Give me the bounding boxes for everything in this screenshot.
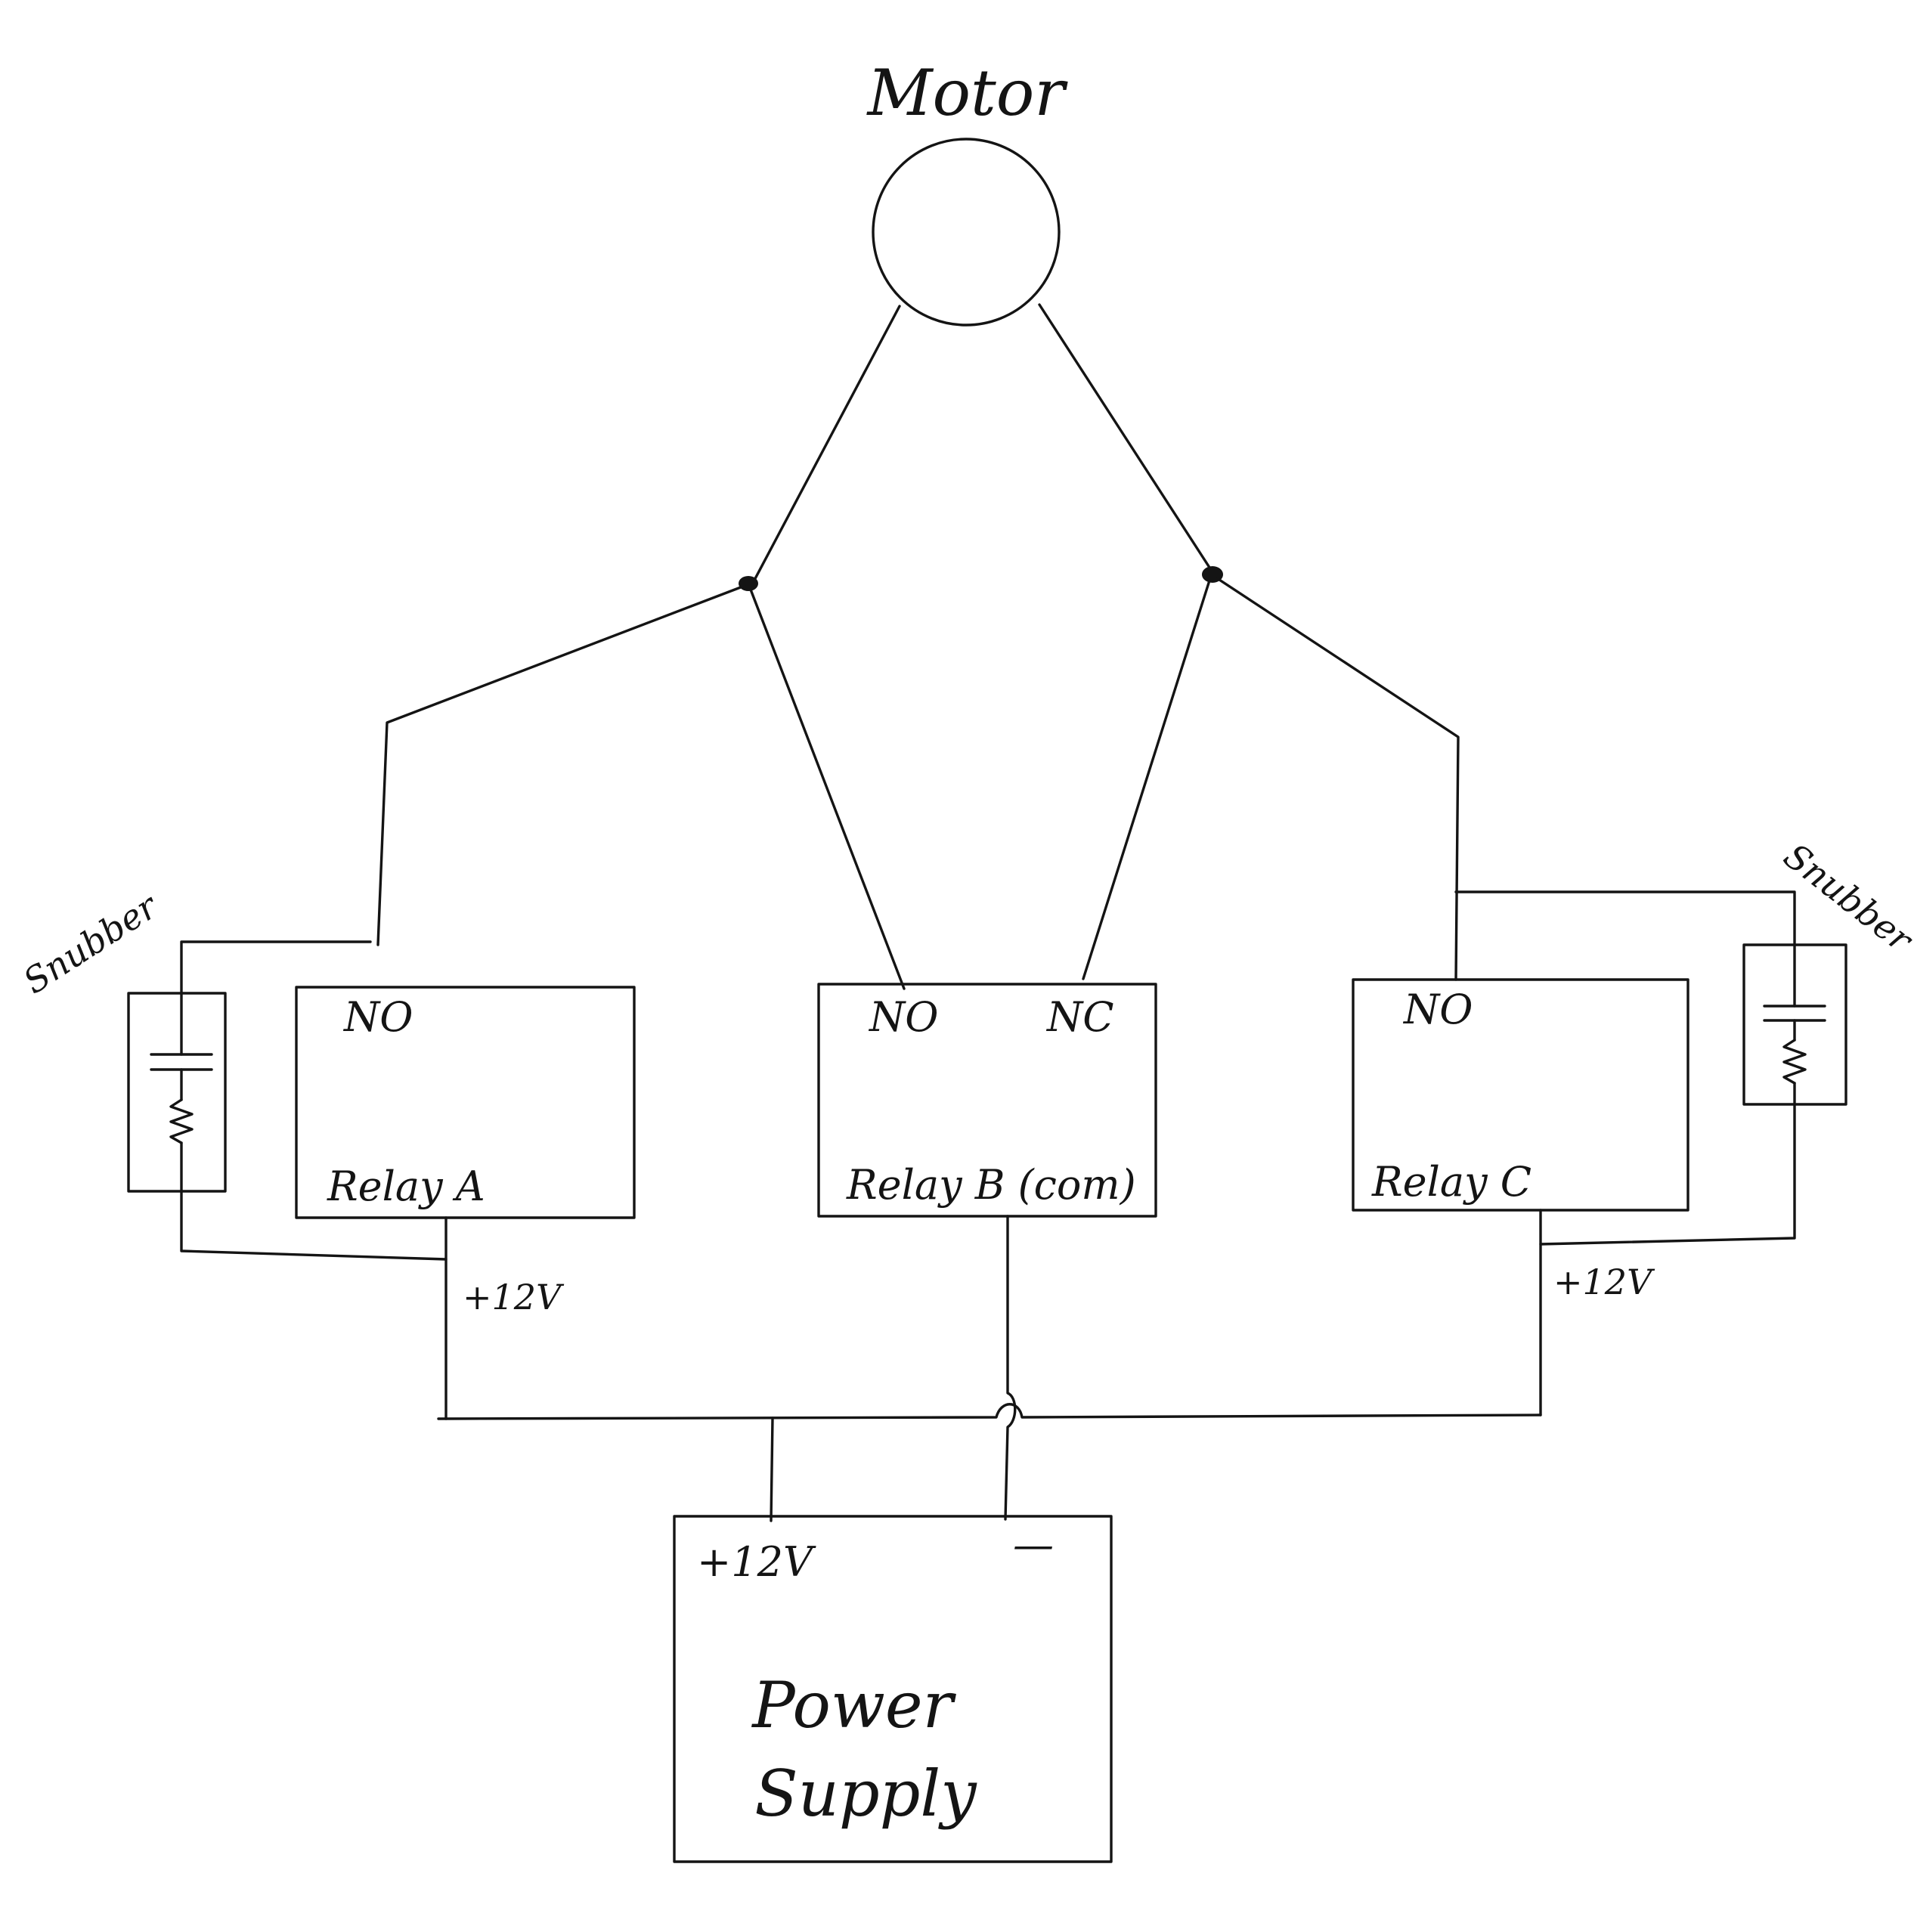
wire-relay-b-com-to-supply-negative [1004,1215,1017,1521]
motor: Motor [866,56,1068,327]
relay-c-label: Relay C [1371,1158,1532,1206]
relay-b: NO NC Relay B (com) [817,983,1157,1218]
power-supply-positive-terminal: +12V [697,1538,816,1586]
power-supply-box [673,1515,1113,1863]
relay-a-no-terminal: NO [342,993,413,1041]
snubber-left-label: Snubber [16,884,166,1002]
relay-b-no-terminal: NO [868,993,939,1041]
relay-b-nc-terminal: NC [1045,993,1114,1041]
relay-a: NO Relay A [295,986,636,1219]
wire-motor-to-left-junction [751,305,901,586]
wire-snubber-right-bottom [1539,1082,1796,1246]
snubber-right-label: Snubber [1776,835,1914,961]
power-supply: +12V — Power Supply [673,1515,1113,1863]
relay-c-voltage-label: +12V [1553,1262,1655,1302]
relay-a-box [295,986,636,1219]
power-supply-label-line1: Power [751,1668,956,1742]
wire-bus-to-supply-positive [770,1416,774,1522]
wire-plus12v-bus [437,1403,1542,1420]
relay-a-label: Relay A [327,1163,485,1210]
relay-c-box [1352,978,1689,1212]
wire-left-junction-to-relay-a-no [376,584,746,946]
wire-left-junction-to-relay-b-no [749,588,906,990]
snubber-left-box [127,992,227,1193]
power-supply-negative-terminal: — [1013,1521,1054,1568]
resistor-zigzag-left [169,1098,194,1144]
wire-motor-to-right-junction [1038,303,1216,576]
wire-right-junction-to-relay-b-nc [1082,579,1211,980]
relay-c-no-terminal: NO [1402,986,1473,1033]
junction-left [739,576,758,591]
wire-snubber-right-top [1454,890,1796,1008]
motor-symbol [872,138,1061,327]
resistor-zigzag-right [1782,1039,1807,1085]
motor-label: Motor [866,56,1068,130]
wire-snubber-left-bottom [180,1141,448,1261]
relay-c: NO Relay C [1352,978,1689,1212]
wire-right-junction-to-relay-c-no [1216,577,1460,981]
wire-snubber-left-top [180,940,372,1056]
power-supply-label-line2: Supply [754,1757,977,1831]
relay-b-label: Relay B (com) [846,1161,1136,1209]
relay-b-box [817,983,1157,1218]
relay-a-voltage-label: +12V [463,1277,565,1317]
